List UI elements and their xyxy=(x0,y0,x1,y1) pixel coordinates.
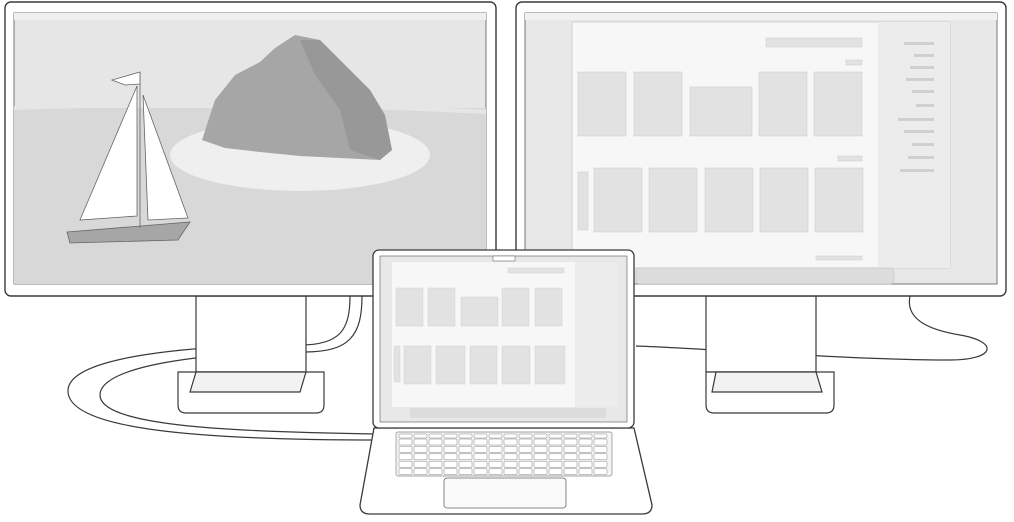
keyboard-key[interactable] xyxy=(413,433,428,439)
keyboard-key[interactable] xyxy=(473,438,488,446)
keyboard-key[interactable] xyxy=(533,460,548,468)
keyboard-key[interactable] xyxy=(458,446,473,453)
keyboard-key[interactable] xyxy=(443,460,458,468)
keyboard-key[interactable] xyxy=(398,468,413,475)
keyboard-key[interactable] xyxy=(458,438,473,446)
keyboard-key[interactable] xyxy=(458,468,473,475)
keyboard-key[interactable] xyxy=(428,468,443,475)
keyboard-key[interactable] xyxy=(548,433,563,439)
keyboard-key[interactable] xyxy=(563,438,578,446)
keyboard-key[interactable] xyxy=(413,446,428,453)
keyboard-key[interactable] xyxy=(413,460,428,468)
keyboard-key[interactable] xyxy=(488,438,503,446)
keyboard-key[interactable] xyxy=(518,446,533,453)
keyboard-key[interactable] xyxy=(458,433,473,439)
keyboard-key[interactable] xyxy=(443,446,458,453)
keyboard-key[interactable] xyxy=(578,446,593,453)
keyboard-key[interactable] xyxy=(533,438,548,446)
keyboard-key[interactable] xyxy=(413,468,428,475)
keyboard-key[interactable] xyxy=(563,453,578,461)
keyboard-key[interactable] xyxy=(428,453,443,461)
keyboard-key[interactable] xyxy=(503,446,518,453)
right-display xyxy=(515,1,1007,297)
keyboard-key[interactable] xyxy=(473,468,488,475)
left-cable xyxy=(67,295,381,441)
keyboard-key[interactable] xyxy=(428,438,443,446)
keyboard-key[interactable] xyxy=(533,453,548,461)
keyboard-key[interactable] xyxy=(503,438,518,446)
keyboard-key[interactable] xyxy=(443,438,458,446)
keyboard-key[interactable] xyxy=(578,433,593,439)
keyboard-key[interactable] xyxy=(578,460,593,468)
dock xyxy=(410,408,606,418)
keyboard-key[interactable] xyxy=(503,453,518,461)
keyboard-key[interactable] xyxy=(488,460,503,468)
keyboard-key[interactable] xyxy=(593,438,608,446)
keyboard-key[interactable] xyxy=(533,468,548,475)
keyboard-key[interactable] xyxy=(593,433,608,439)
keyboard-key[interactable] xyxy=(443,468,458,475)
keyboard-key[interactable] xyxy=(578,468,593,475)
keyboard-key[interactable] xyxy=(548,468,563,475)
keyboard-key[interactable] xyxy=(413,453,428,461)
keyboard-key[interactable] xyxy=(488,468,503,475)
keyboard-key[interactable] xyxy=(578,438,593,446)
keyboard-key[interactable] xyxy=(518,468,533,475)
laptop-base xyxy=(359,427,653,515)
camera-notch xyxy=(492,255,516,262)
keyboard-key[interactable] xyxy=(458,460,473,468)
keyboard-key[interactable] xyxy=(533,446,548,453)
keyboard-key[interactable] xyxy=(518,438,533,446)
left-cable-inner xyxy=(99,295,381,435)
keyboard-key[interactable] xyxy=(443,433,458,439)
keyboard-key[interactable] xyxy=(518,453,533,461)
keyboard-key[interactable] xyxy=(548,446,563,453)
keyboard-key[interactable] xyxy=(518,433,533,439)
keyboard-key[interactable] xyxy=(503,433,518,439)
keyboard-key[interactable] xyxy=(428,460,443,468)
keyboard-key[interactable] xyxy=(518,460,533,468)
keyboard-key[interactable] xyxy=(548,453,563,461)
laptop-display xyxy=(372,249,635,429)
keyboard-key[interactable] xyxy=(428,433,443,439)
keyboard-key[interactable] xyxy=(398,453,413,461)
keyboard-key[interactable] xyxy=(548,460,563,468)
keyboard-key[interactable] xyxy=(398,438,413,446)
keyboard-key[interactable] xyxy=(563,460,578,468)
right-display-stand xyxy=(705,295,835,414)
keyboard-key[interactable] xyxy=(548,438,563,446)
keyboard-key[interactable] xyxy=(473,433,488,439)
sailboat-icon xyxy=(66,71,191,244)
keyboard-key[interactable] xyxy=(398,460,413,468)
keyboard-key[interactable] xyxy=(563,468,578,475)
keyboard-key[interactable] xyxy=(593,446,608,453)
keyboard-key[interactable] xyxy=(563,446,578,453)
keyboard-key[interactable] xyxy=(593,453,608,461)
left-display-stand xyxy=(177,295,325,414)
keyboard-key[interactable] xyxy=(428,446,443,453)
dock xyxy=(635,267,895,285)
keyboard-key[interactable] xyxy=(593,468,608,475)
keyboard-key[interactable] xyxy=(488,446,503,453)
keyboard-key[interactable] xyxy=(533,433,548,439)
keyboard-key[interactable] xyxy=(578,453,593,461)
trackpad[interactable] xyxy=(443,477,567,509)
keyboard-key[interactable] xyxy=(503,460,518,468)
keyboard-key[interactable] xyxy=(473,460,488,468)
keyboard-key[interactable] xyxy=(593,460,608,468)
keyboard-key[interactable] xyxy=(443,453,458,461)
keyboard-key[interactable] xyxy=(503,468,518,475)
keyboard-key[interactable] xyxy=(473,446,488,453)
keyboard-key[interactable] xyxy=(398,433,413,439)
keyboard-key[interactable] xyxy=(413,438,428,446)
keyboard-key[interactable] xyxy=(458,453,473,461)
keyboard-key[interactable] xyxy=(473,453,488,461)
keyboard-key[interactable] xyxy=(563,433,578,439)
keyboard-key[interactable] xyxy=(488,433,503,439)
keyboard-key[interactable] xyxy=(488,453,503,461)
keyboard-key[interactable] xyxy=(398,446,413,453)
